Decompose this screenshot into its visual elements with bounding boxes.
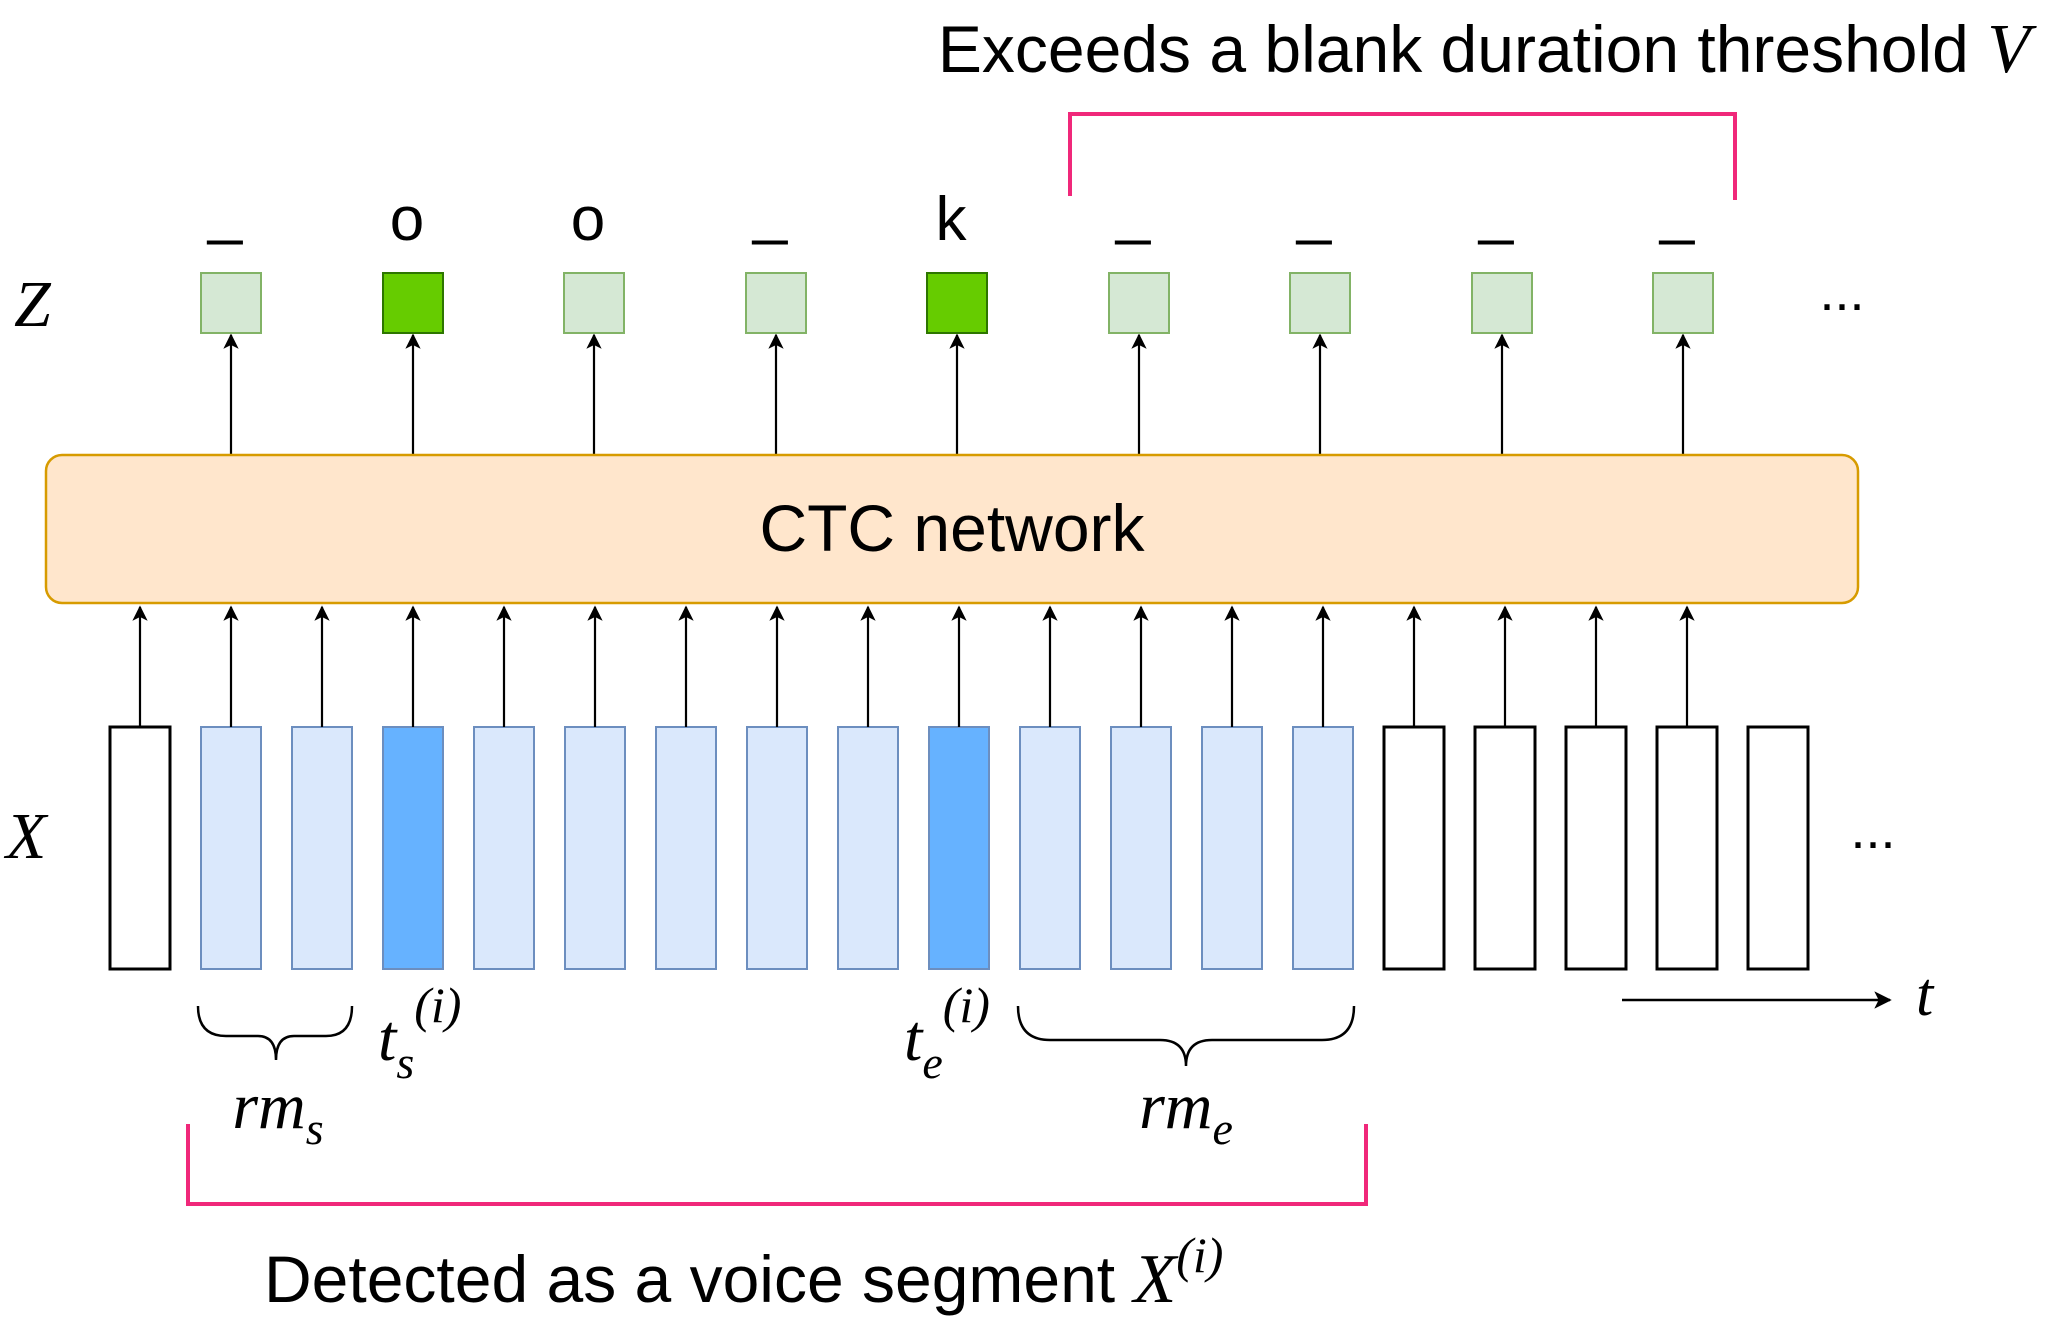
input-frame-margin bbox=[200, 726, 262, 970]
output-symbol: _ bbox=[207, 177, 244, 246]
output-symbol: _ bbox=[1478, 177, 1515, 246]
input-frame-boundary bbox=[382, 726, 444, 970]
ctc-network-box bbox=[44, 453, 1860, 605]
output-box-blank bbox=[1289, 272, 1351, 334]
input-frame-none bbox=[1655, 725, 1719, 971]
ts-marker-label: ts(i) bbox=[378, 977, 461, 1088]
input-frame-margin bbox=[1292, 726, 1354, 970]
rme-label: rme bbox=[1139, 1070, 1233, 1154]
output-box-blank bbox=[563, 272, 625, 334]
rms-brace bbox=[196, 1005, 354, 1061]
output-symbol: _ bbox=[1296, 177, 1333, 246]
z-ellipsis: ... bbox=[1819, 262, 1864, 322]
input-frames-x bbox=[108, 605, 1810, 971]
output-symbol: o bbox=[571, 185, 605, 254]
input-frame-margin bbox=[1019, 726, 1081, 970]
blank-threshold-bracket bbox=[1068, 112, 1737, 200]
blank-threshold-label: Exceeds a blank duration threshold V bbox=[938, 11, 2037, 88]
input-frame-margin bbox=[473, 726, 535, 970]
output-symbol: _ bbox=[752, 177, 789, 246]
rme-brace bbox=[1016, 1005, 1356, 1067]
output-symbol: _ bbox=[1115, 177, 1152, 246]
ctc-network-label: CTC network bbox=[759, 491, 1145, 565]
voice-segment-bracket bbox=[186, 1124, 1368, 1206]
output-box-blank bbox=[1108, 272, 1170, 334]
output-symbol: k bbox=[936, 185, 968, 254]
output-box-emitted bbox=[926, 272, 988, 334]
output-box-blank bbox=[745, 272, 807, 334]
input-frame-margin bbox=[564, 726, 626, 970]
input-frame-none bbox=[1382, 725, 1446, 971]
rms-label: rms bbox=[232, 1070, 323, 1154]
output-box-blank bbox=[1652, 272, 1714, 334]
x-row-label: X bbox=[3, 800, 49, 873]
output-box-blank bbox=[200, 272, 262, 334]
input-frame-margin bbox=[655, 726, 717, 970]
input-frame-margin bbox=[746, 726, 808, 970]
input-frame-margin bbox=[291, 726, 353, 970]
voice-segment-label: Detected as a voice segment X(i) bbox=[264, 1227, 1223, 1318]
output-box-blank bbox=[1471, 272, 1533, 334]
input-frame-none bbox=[1473, 725, 1537, 971]
x-ellipsis: ... bbox=[1850, 800, 1895, 860]
input-frame-margin bbox=[837, 726, 899, 970]
z-row-label: Z bbox=[14, 268, 52, 341]
input-frame-none bbox=[1746, 725, 1810, 971]
output-symbol: o bbox=[390, 185, 424, 254]
input-frame-none bbox=[1564, 725, 1628, 971]
te-marker-label: te(i) bbox=[904, 977, 990, 1088]
input-frame-none bbox=[108, 725, 172, 971]
output-box-emitted bbox=[382, 272, 444, 334]
input-frame-margin bbox=[1110, 726, 1172, 970]
time-axis-label: t bbox=[1916, 961, 1935, 1029]
input-frame-boundary bbox=[928, 726, 990, 970]
input-frame-margin bbox=[1201, 726, 1263, 970]
output-sequence-z: _ o o _ k _ _ _ _ bbox=[200, 177, 1714, 455]
output-symbol: _ bbox=[1659, 177, 1696, 246]
